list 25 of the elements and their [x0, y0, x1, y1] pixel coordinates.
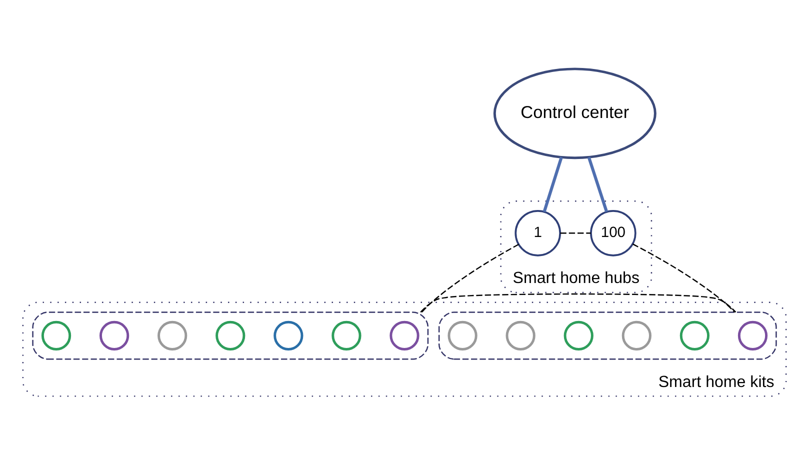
node-circle — [506, 320, 536, 350]
node-circle — [622, 320, 652, 350]
node-circle — [274, 320, 304, 350]
node-circle — [680, 320, 710, 350]
node-circle — [216, 320, 246, 350]
node-circle — [448, 320, 478, 350]
node-circle — [41, 320, 72, 350]
cluster — [32, 311, 429, 360]
connector — [420, 292, 736, 312]
connector — [421, 243, 519, 312]
node-circle — [738, 320, 768, 350]
cluster — [438, 311, 777, 360]
node-circle: 1 — [514, 210, 562, 256]
node-ellipse: Control center — [493, 67, 656, 159]
connector — [587, 156, 608, 212]
connector — [542, 156, 563, 212]
node-circle — [158, 320, 188, 350]
node-circle — [564, 320, 594, 350]
node-circle — [99, 320, 130, 350]
connector — [560, 232, 591, 234]
cluster: Smart home kits — [22, 301, 787, 396]
node-circle: 100 — [590, 210, 636, 256]
node-circle — [390, 320, 420, 350]
connector — [632, 243, 736, 312]
node-circle — [332, 320, 362, 350]
